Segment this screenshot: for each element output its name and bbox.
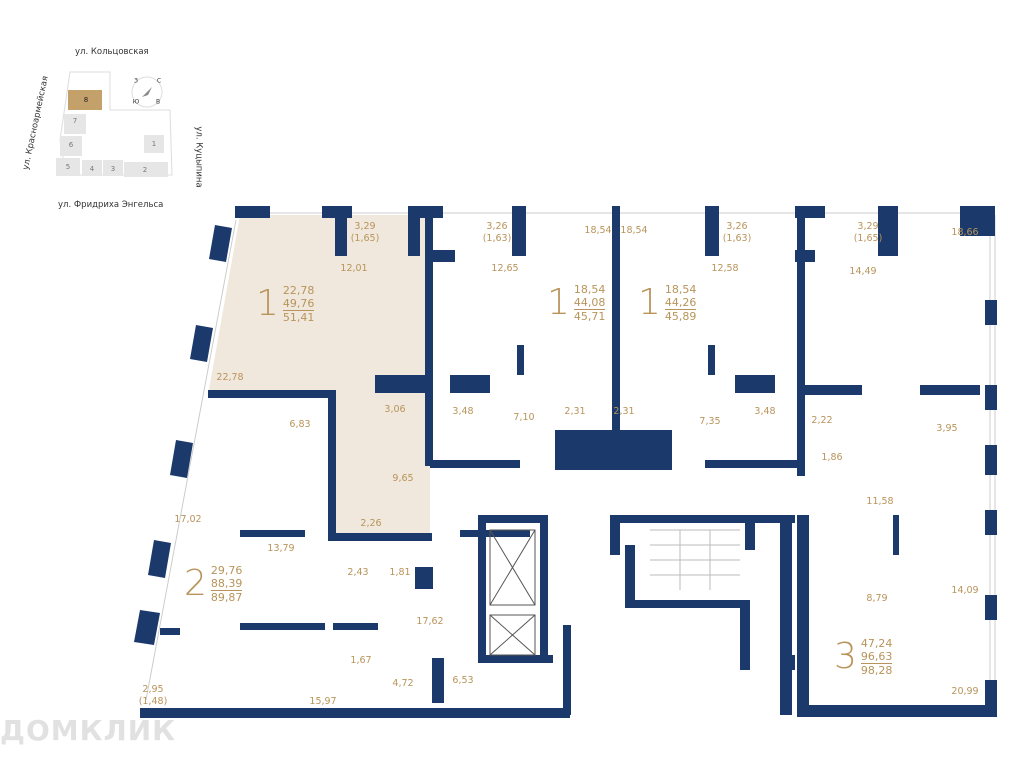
total-area: 44,26 bbox=[664, 296, 697, 310]
room-area: 3,48 bbox=[754, 406, 776, 417]
elevator-shafts bbox=[489, 529, 536, 656]
rooms-count: 1 bbox=[547, 282, 570, 323]
building-5[interactable] bbox=[56, 158, 80, 176]
rooms-count: 3 bbox=[834, 636, 857, 677]
site-map bbox=[56, 71, 173, 177]
total-area: 96,63 bbox=[860, 650, 893, 664]
rooms-count: 1 bbox=[256, 283, 279, 324]
room-area: 2,95(1,48) bbox=[138, 684, 168, 707]
street-south: ул. Фридриха Энгельса bbox=[58, 200, 164, 210]
room-area: 12,58 bbox=[711, 263, 739, 274]
building-1[interactable] bbox=[144, 135, 164, 153]
total-area: 44,08 bbox=[573, 296, 606, 310]
living-area: 18,54 bbox=[664, 283, 697, 296]
building-3-label: 3 bbox=[110, 165, 116, 173]
building-4[interactable] bbox=[82, 160, 102, 176]
room-area: 2,26 bbox=[360, 518, 382, 529]
room-area: 3,95 bbox=[936, 423, 958, 434]
room-area: 3,48 bbox=[452, 406, 474, 417]
compass-icon bbox=[131, 76, 163, 108]
room-area: 18,66 bbox=[951, 227, 979, 238]
room-area: 14,49 bbox=[849, 266, 877, 277]
compass-south: Ю bbox=[132, 98, 140, 106]
room-area: 11,58 bbox=[866, 496, 894, 507]
rooms-count: 1 bbox=[638, 282, 661, 323]
building-2[interactable] bbox=[124, 162, 168, 177]
room-area: 22,78 bbox=[216, 372, 244, 383]
building-1-label: 1 bbox=[151, 140, 157, 148]
watermark-logo: ДОМКЛИК bbox=[0, 714, 177, 747]
building-6-label: 6 bbox=[68, 141, 74, 149]
building-4-label: 4 bbox=[89, 165, 95, 173]
building-7[interactable] bbox=[64, 114, 86, 134]
room-area: 3,29(1,65) bbox=[350, 221, 380, 244]
compass-north: С bbox=[156, 77, 162, 85]
room-area: 6,83 bbox=[289, 419, 311, 430]
room-area: 3,29(1,65) bbox=[853, 221, 883, 244]
room-area: 12,01 bbox=[340, 263, 368, 274]
room-area: 17,02 bbox=[174, 514, 202, 525]
rooms-count: 2 bbox=[184, 563, 207, 604]
room-area: 14,09 bbox=[951, 585, 979, 596]
building-7-label: 7 bbox=[72, 117, 78, 125]
room-area: 15,97 bbox=[309, 696, 337, 707]
room-area: 20,99 bbox=[951, 686, 979, 697]
room-area: 2,43 bbox=[347, 567, 369, 578]
room-area: 1,67 bbox=[350, 655, 372, 666]
building-8-label: 8 bbox=[83, 96, 89, 104]
living-area: 22,78 bbox=[282, 284, 315, 297]
total-area-with-balcony: 51,41 bbox=[282, 311, 315, 324]
building-6[interactable] bbox=[60, 136, 82, 156]
total-area-with-balcony: 89,87 bbox=[210, 591, 243, 604]
street-north: ул. Кольцовская bbox=[75, 47, 149, 57]
compass-needle-icon bbox=[142, 87, 152, 97]
room-area: 3,06 bbox=[384, 404, 406, 415]
building-3[interactable] bbox=[103, 160, 123, 176]
room-area: 7,35 bbox=[699, 416, 721, 427]
living-area: 29,76 bbox=[210, 564, 243, 577]
room-area: 9,65 bbox=[392, 473, 414, 484]
room-area: 4,72 bbox=[392, 678, 414, 689]
total-area: 49,76 bbox=[282, 297, 315, 311]
room-area: 13,79 bbox=[267, 543, 295, 554]
room-area: 2,22 bbox=[811, 415, 833, 426]
total-area: 88,39 bbox=[210, 577, 243, 591]
room-area: 7,10 bbox=[513, 412, 535, 423]
room-area: 17,62 bbox=[416, 616, 444, 627]
living-area: 47,24 bbox=[860, 637, 893, 650]
room-area: 1,81 bbox=[389, 567, 411, 578]
compass-east: В bbox=[155, 98, 161, 106]
stairs-icon bbox=[650, 529, 740, 590]
building-2-label: 2 bbox=[142, 166, 148, 174]
room-area: 2,31 bbox=[564, 406, 586, 417]
room-area: 1,86 bbox=[821, 452, 843, 463]
compass-west: З bbox=[134, 77, 138, 85]
building-5-label: 5 bbox=[65, 163, 71, 171]
room-area: 2,31 bbox=[613, 406, 635, 417]
total-area-with-balcony: 45,71 bbox=[573, 310, 606, 323]
total-area-with-balcony: 98,28 bbox=[860, 664, 893, 677]
building-8[interactable] bbox=[68, 90, 102, 110]
room-area: 6,53 bbox=[452, 675, 474, 686]
room-area: 18,54 bbox=[620, 225, 648, 236]
room-area: 18,54 bbox=[584, 225, 612, 236]
total-area-with-balcony: 45,89 bbox=[664, 310, 697, 323]
room-area: 12,65 bbox=[491, 263, 519, 274]
room-area: 8,79 bbox=[866, 593, 888, 604]
living-area: 18,54 bbox=[573, 283, 606, 296]
room-area: 3,26(1,63) bbox=[722, 221, 752, 244]
walls bbox=[134, 206, 997, 718]
room-area: 3,26(1,63) bbox=[482, 221, 512, 244]
